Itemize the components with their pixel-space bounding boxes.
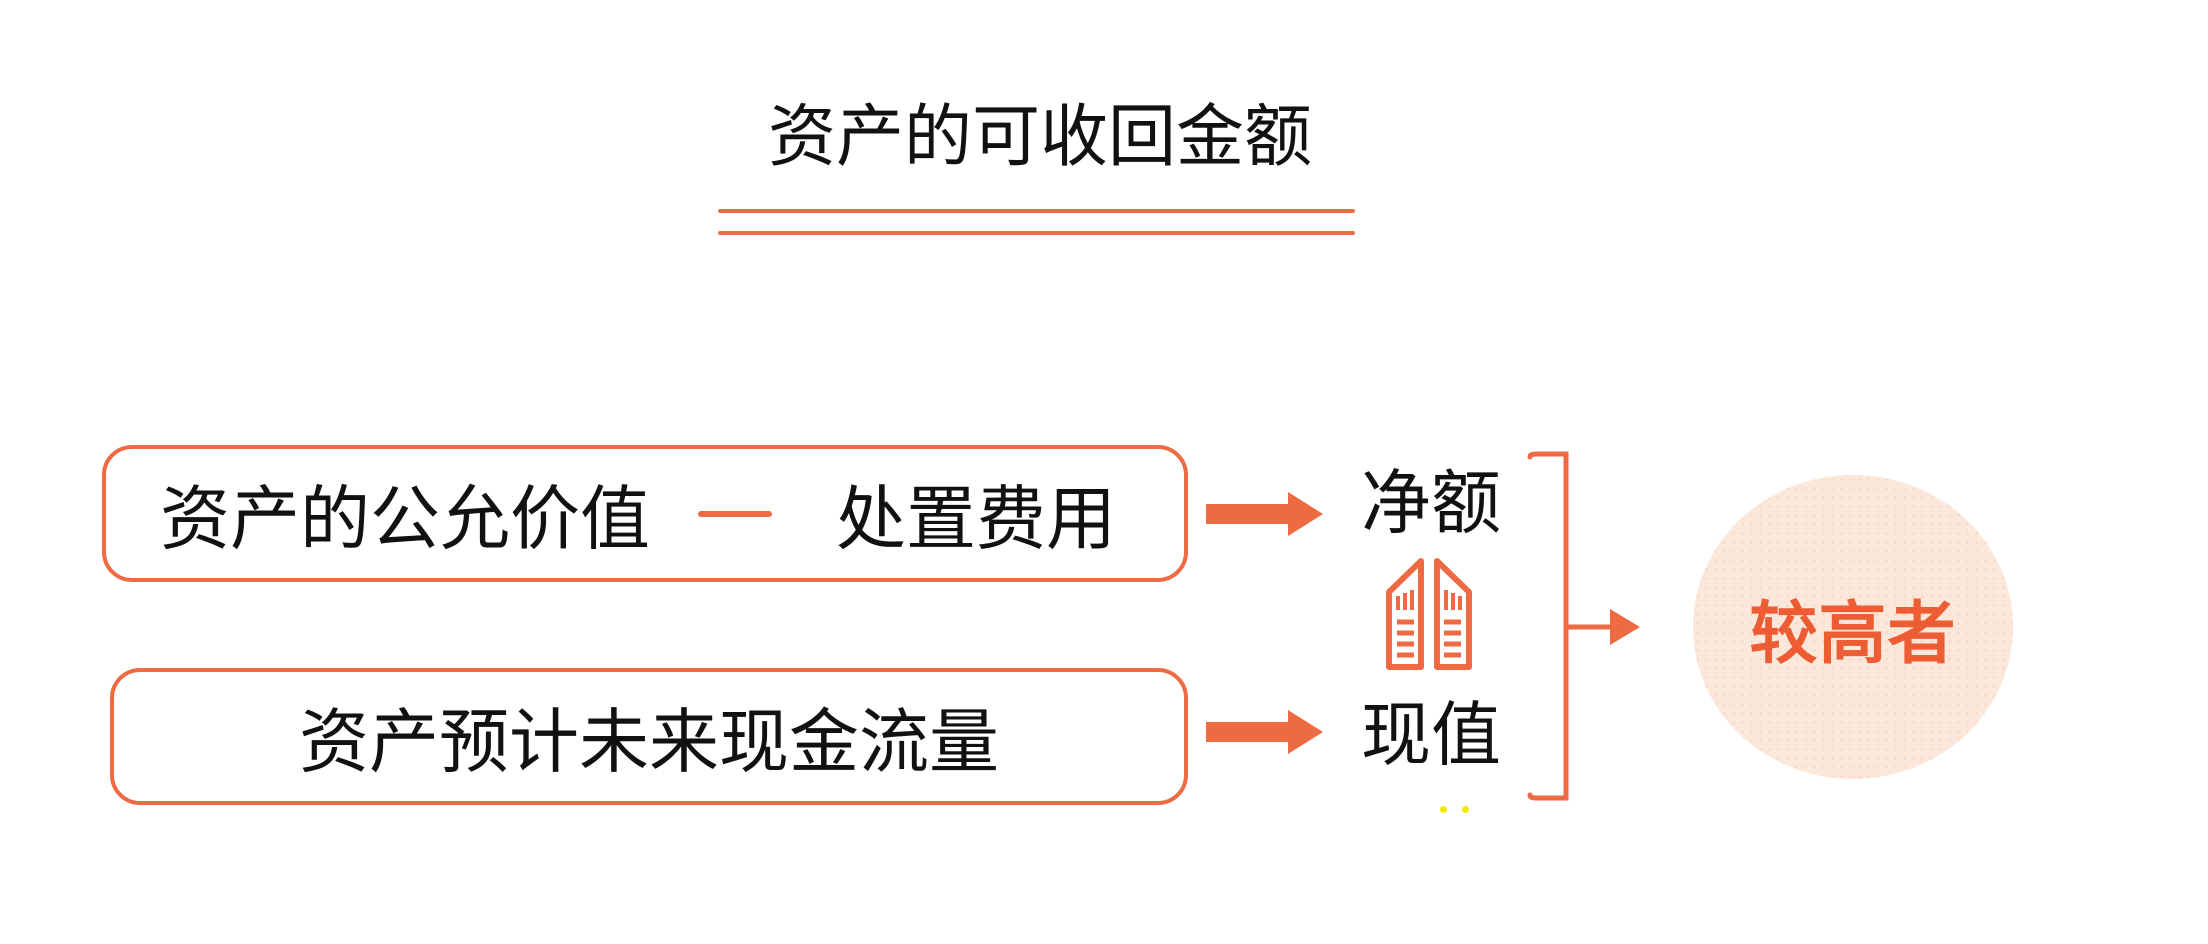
cashflow-label: 资产预计未来现金流量 bbox=[299, 705, 999, 782]
higher-of-label: 较高者 bbox=[1749, 595, 1957, 672]
fair-value-label: 资产的公允价值 bbox=[160, 482, 650, 559]
title-underline-bottom bbox=[718, 231, 1355, 235]
present-value-label: 现值 bbox=[1361, 698, 1501, 775]
buildings-icon bbox=[1386, 558, 1472, 670]
result-circle: 较高者 bbox=[1693, 475, 2013, 779]
title-underline-top bbox=[718, 209, 1355, 213]
right-square-bracket bbox=[1527, 451, 1640, 801]
yellow-dot-artifact bbox=[1462, 806, 1469, 813]
block-right-arrow-icon-2 bbox=[1206, 710, 1323, 754]
disposal-cost-label: 处置费用 bbox=[836, 482, 1116, 559]
fair-value-box: 资产的公允价值 处置费用 bbox=[102, 445, 1188, 582]
minus-operator-icon bbox=[698, 510, 772, 517]
thin-right-arrow-head bbox=[1610, 609, 1640, 645]
cashflow-box: 资产预计未来现金流量 bbox=[110, 668, 1188, 805]
block-right-arrow-icon-1 bbox=[1206, 492, 1323, 536]
page-title: 资产的可收回金额 bbox=[767, 99, 1312, 175]
net-amount-label: 净额 bbox=[1361, 466, 1501, 543]
yellow-dot-artifact bbox=[1440, 806, 1447, 813]
